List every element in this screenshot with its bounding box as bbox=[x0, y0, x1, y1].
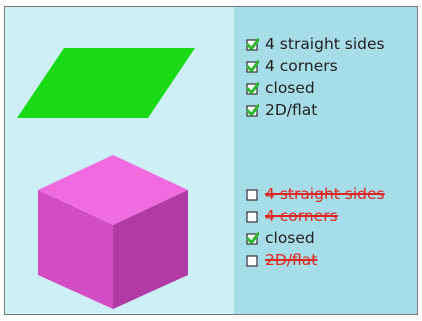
property-label: closed bbox=[265, 77, 315, 99]
parallelogram-icon bbox=[17, 48, 195, 118]
property-item: 2D/flat bbox=[246, 99, 385, 121]
checkbox-icon[interactable] bbox=[246, 249, 259, 271]
cube-icon bbox=[38, 155, 188, 309]
property-item: closed bbox=[246, 227, 385, 249]
cube-properties: 4 straight sides 4 corners closed 2D/fla… bbox=[246, 183, 385, 271]
property-item: 4 corners bbox=[246, 55, 385, 77]
property-item: closed bbox=[246, 77, 385, 99]
checkbox-icon[interactable] bbox=[246, 33, 259, 55]
property-label: 2D/flat bbox=[265, 99, 317, 121]
checkbox-icon[interactable] bbox=[246, 183, 259, 205]
property-label: 2D/flat bbox=[265, 249, 317, 271]
property-item: 4 corners bbox=[246, 205, 385, 227]
parallelogram-properties: 4 straight sides 4 corners closed 2D/fla… bbox=[246, 33, 385, 121]
checkbox-icon[interactable] bbox=[246, 99, 259, 121]
checkbox-icon[interactable] bbox=[246, 55, 259, 77]
checkbox-icon[interactable] bbox=[246, 227, 259, 249]
property-label: 4 straight sides bbox=[265, 33, 385, 55]
property-item: 2D/flat bbox=[246, 249, 385, 271]
property-label: closed bbox=[265, 227, 315, 249]
checkbox-icon[interactable] bbox=[246, 77, 259, 99]
checkbox-icon[interactable] bbox=[246, 205, 259, 227]
property-label: 4 corners bbox=[265, 55, 338, 77]
property-label: 4 straight sides bbox=[265, 183, 385, 205]
property-label: 4 corners bbox=[265, 205, 338, 227]
property-item: 4 straight sides bbox=[246, 183, 385, 205]
property-item: 4 straight sides bbox=[246, 33, 385, 55]
